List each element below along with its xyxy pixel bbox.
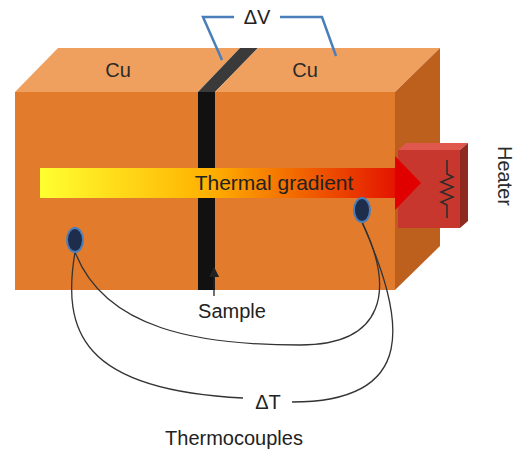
sample-pointer [213, 272, 214, 296]
heater-top [398, 143, 468, 150]
block-front [15, 92, 198, 290]
temperature-label: ΔT [255, 391, 281, 413]
thermocouple-label: Thermocouples [165, 427, 303, 449]
thermocouple-junction [67, 228, 83, 252]
sample-label: Sample [198, 300, 266, 322]
gradient-label: Thermal gradient [195, 171, 354, 194]
node-text: Heater [494, 146, 516, 206]
node-text: Cu [292, 59, 318, 81]
heater-side [460, 143, 468, 228]
heater-front [398, 150, 460, 228]
thermocouple-junction [354, 198, 370, 222]
node-text: Cu [105, 59, 131, 81]
voltage-label: ΔV [244, 6, 271, 28]
resistor-symbol [441, 160, 453, 218]
